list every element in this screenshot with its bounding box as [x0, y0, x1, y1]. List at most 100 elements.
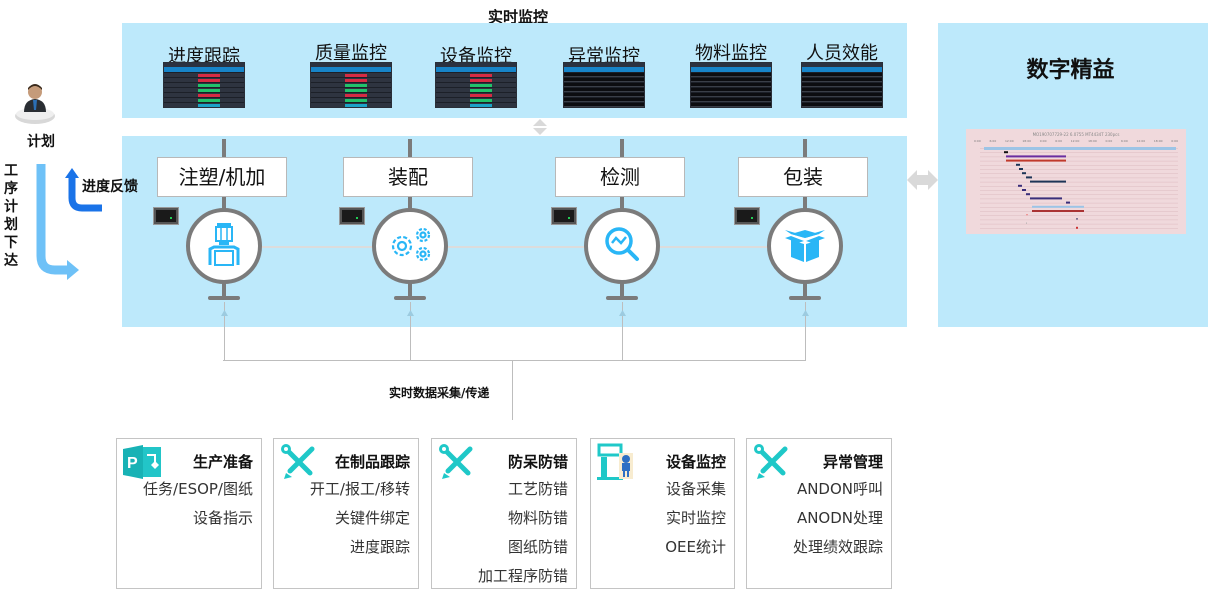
gantt-tick: 12:00: [1136, 139, 1146, 143]
bidirectional-arrow-icon: [907, 168, 938, 192]
data-feed-line: [410, 302, 411, 360]
stage-base: [606, 296, 638, 300]
module-item[interactable]: 进度跟踪: [349, 538, 410, 556]
feedback-label: 进度反馈: [82, 179, 138, 195]
module-card[interactable]: 在制品跟踪开工/报工/移转关键件绑定进度跟踪: [273, 438, 419, 589]
stage-connector-mid: [803, 197, 807, 211]
module-card[interactable]: 防呆防错工艺防错物料防错图纸防错加工程序防错: [431, 438, 577, 589]
stage-label-box[interactable]: 包装: [738, 157, 868, 197]
module-item[interactable]: 图纸防错: [507, 538, 568, 556]
data-feed-line: [805, 302, 806, 360]
up-arrowhead-icon: [221, 301, 228, 320]
gantt-bar: [1018, 184, 1022, 187]
data-collection-label: 实时数据采集/传递: [389, 386, 490, 400]
monitor-label: 物料监控: [695, 43, 767, 64]
gantt-bar: [1030, 180, 1066, 183]
inspection-magnifier-icon: [602, 224, 642, 268]
gantt-bar: [1076, 226, 1078, 229]
gears-icon: [385, 224, 435, 268]
module-item[interactable]: 设备指示: [192, 509, 253, 527]
gantt-bar: [984, 147, 1176, 150]
monitor-dashboard-thumbnail[interactable]: [163, 62, 245, 108]
stage-connector-bottom: [620, 283, 624, 297]
svg-text:P: P: [127, 455, 138, 472]
module-item[interactable]: 加工程序防错: [477, 567, 568, 585]
injection-machine-icon: [206, 221, 242, 271]
gantt-tick: 6:00: [989, 139, 997, 143]
wrench-pencil-icon: [280, 443, 320, 481]
stage-connector-top: [620, 139, 624, 159]
module-title: 防呆防错: [507, 453, 568, 471]
process-flow-line: [224, 246, 804, 248]
gantt-bar: [1026, 214, 1028, 216]
module-item[interactable]: 设备采集: [665, 480, 726, 498]
dispatch-label: 工序计划下达: [4, 162, 20, 270]
stage-connector-top: [803, 139, 807, 159]
stage-base: [789, 296, 821, 300]
data-bus-line: [223, 360, 806, 361]
monitor-dashboard-thumbnail[interactable]: [801, 62, 883, 108]
gantt-bar: [1026, 176, 1032, 179]
module-item[interactable]: 开工/报工/移转: [309, 480, 410, 498]
stage-node[interactable]: [372, 208, 448, 284]
gantt-bar: [1032, 210, 1084, 212]
stage-connector-mid: [222, 197, 226, 211]
data-feed-line: [224, 302, 225, 360]
gantt-bar: [1006, 155, 1066, 158]
module-item[interactable]: 实时监控: [665, 509, 726, 527]
gantt-bar: [1066, 201, 1070, 204]
terminal-tablet-icon[interactable]: [734, 207, 760, 225]
module-item[interactable]: 关键件绑定: [334, 509, 410, 527]
stage-node[interactable]: [186, 208, 262, 284]
dispatch-char: 划: [4, 217, 18, 233]
dispatch-char: 达: [4, 253, 18, 269]
module-item[interactable]: 工艺防错: [507, 480, 568, 498]
monitor-dashboard-thumbnail[interactable]: [563, 62, 645, 108]
stage-connector-mid: [620, 197, 624, 211]
digital-lean-title: 数字精益: [1026, 58, 1115, 83]
stage-label-box[interactable]: 检测: [555, 157, 685, 197]
stage-base: [208, 296, 240, 300]
terminal-tablet-icon[interactable]: [339, 207, 365, 225]
gantt-tick: 6:00: [1120, 139, 1128, 143]
module-item[interactable]: 任务/ESOP/图纸: [143, 480, 253, 498]
stage-connector-top: [222, 139, 226, 159]
gantt-bar: [1022, 172, 1026, 175]
gantt-tick: 18:00: [1022, 139, 1032, 143]
monitor-label: 异常监控: [568, 46, 640, 67]
module-item[interactable]: 处理绩效跟踪: [792, 538, 883, 556]
monitor-dashboard-thumbnail[interactable]: [310, 62, 392, 108]
stage-node[interactable]: [584, 208, 660, 284]
gantt-bar: [1004, 151, 1008, 154]
plan-label: 计划: [27, 134, 55, 150]
monitor-label: 人员效能: [806, 43, 878, 64]
terminal-tablet-icon[interactable]: [153, 207, 179, 225]
module-item[interactable]: OEE统计: [665, 538, 726, 556]
monitor-dashboard-thumbnail[interactable]: [690, 62, 772, 108]
data-bus-trunk: [512, 360, 513, 420]
planner-avatar-icon: [14, 80, 56, 126]
monitor-dashboard-thumbnail[interactable]: [435, 62, 517, 108]
stage-label-box[interactable]: 注塑/机加: [157, 157, 287, 197]
stage-label-box[interactable]: 装配: [343, 157, 473, 197]
dispatch-char: 计: [4, 199, 18, 215]
dispatch-down-arrow-icon: [33, 164, 83, 280]
stage-node[interactable]: [767, 208, 843, 284]
terminal-tablet-icon[interactable]: [551, 207, 577, 225]
up-arrowhead-icon: [802, 301, 809, 320]
updown-arrow-icon: [533, 119, 547, 135]
module-item[interactable]: 物料防错: [507, 509, 568, 527]
module-item[interactable]: ANODN处理: [796, 509, 883, 527]
gantt-chart-thumbnail: MO190707729-22 6.0755 MT4434T 230pcs 0:0…: [966, 129, 1186, 234]
gantt-bar: [1026, 193, 1030, 196]
wrench-pencil-icon: [438, 443, 478, 481]
gantt-bar: [1030, 197, 1062, 200]
dispatch-char: 工: [4, 163, 18, 179]
stage-connector-bottom: [408, 283, 412, 297]
monitor-label: 设备监控: [440, 46, 512, 67]
module-item[interactable]: ANDON呼叫: [796, 480, 883, 498]
monitor-label: 质量监控: [315, 43, 387, 64]
